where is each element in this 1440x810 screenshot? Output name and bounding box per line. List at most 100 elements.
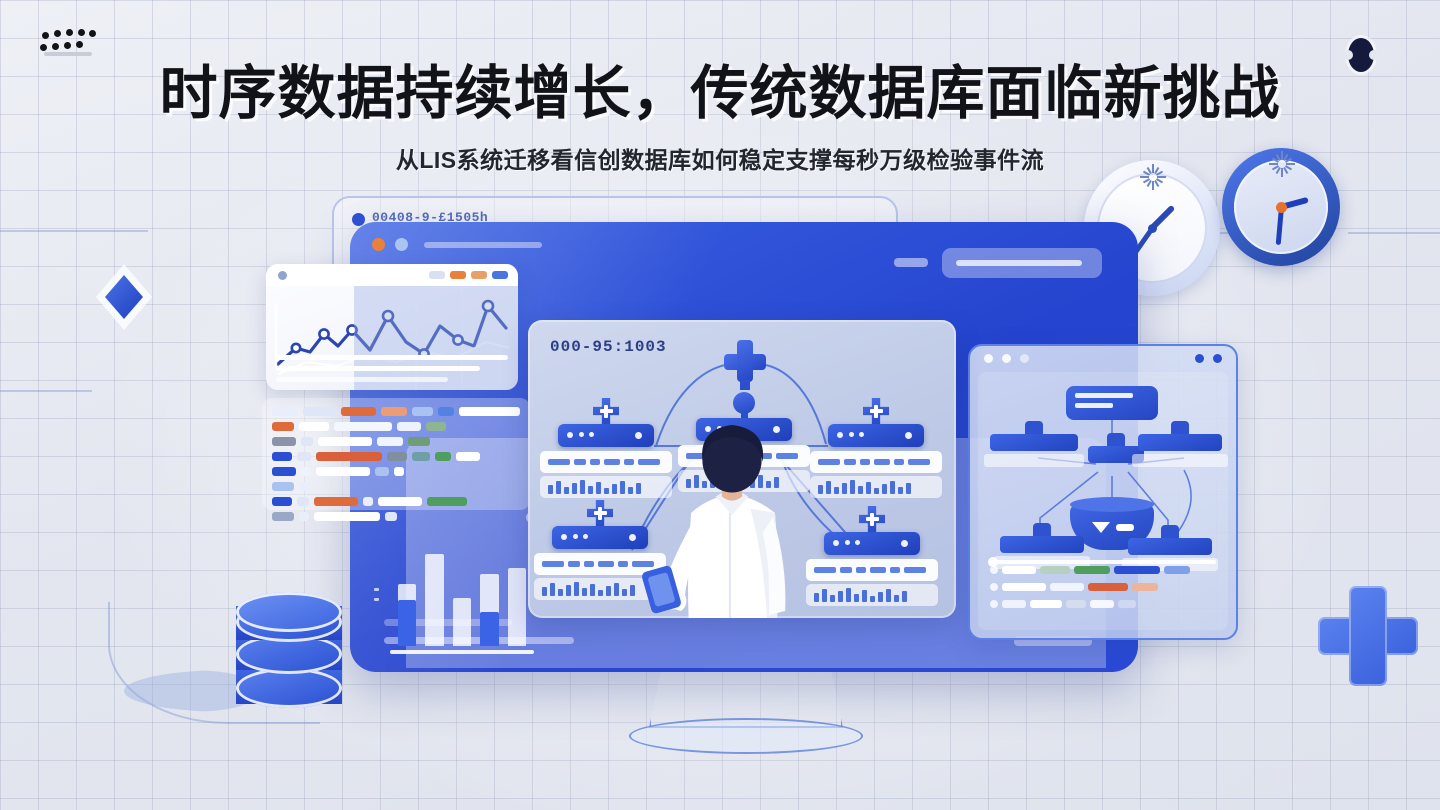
task-bar <box>316 452 382 461</box>
topology-bar <box>1164 566 1190 574</box>
diamond-sparkle-icon <box>96 264 152 330</box>
bar-chart-bar <box>452 598 472 646</box>
database-icon <box>124 592 342 720</box>
topology-list-row <box>990 565 1216 575</box>
topology-bar <box>1132 583 1158 591</box>
bar-fill <box>398 600 417 646</box>
bullet-icon <box>990 566 998 574</box>
task-bar <box>299 512 309 521</box>
topology-node <box>994 523 1090 569</box>
task-bar <box>340 407 377 416</box>
node-metric-bars <box>806 584 938 606</box>
task-bar <box>334 422 392 431</box>
window-chrome-dots <box>372 238 408 251</box>
task-bar <box>272 452 292 461</box>
screen-content[interactable]: 000-95:1003 <box>528 320 956 618</box>
task-list-row <box>272 406 521 417</box>
node-stem <box>602 418 610 426</box>
task-bar <box>363 497 373 506</box>
node-metric-bars <box>810 476 942 498</box>
wall-clock-dark <box>1222 148 1340 266</box>
node-stem <box>596 520 604 528</box>
hub-cross-icon <box>724 340 766 390</box>
task-list-row <box>272 451 520 462</box>
task-bar <box>272 497 292 506</box>
bullet-icon <box>990 583 998 591</box>
task-bar <box>272 407 298 416</box>
task-bar <box>411 407 434 416</box>
doctor-figure <box>642 425 786 618</box>
task-list-row <box>272 496 520 507</box>
task-list-row <box>272 481 520 492</box>
node-stem <box>872 418 880 426</box>
task-list-panel[interactable] <box>262 398 530 521</box>
topology-divider <box>988 557 1216 567</box>
panel-titlebar <box>266 264 518 286</box>
dot-grid-icon <box>40 26 98 56</box>
bar-fill <box>480 612 499 646</box>
task-bar <box>297 497 309 506</box>
chart-footer-rules <box>276 349 508 382</box>
task-bar <box>299 422 329 431</box>
topology-bar <box>1050 583 1084 591</box>
topology-body <box>978 372 1228 630</box>
topology-bar <box>1114 566 1160 574</box>
monitor-footer-strip <box>384 637 574 644</box>
task-bar <box>318 437 372 446</box>
task-bar <box>377 437 403 446</box>
task-bar <box>299 482 311 491</box>
task-bar <box>394 467 404 476</box>
decorative-line <box>0 230 148 232</box>
task-bar <box>427 497 467 506</box>
node-metric-bars <box>534 578 666 600</box>
panel-titlebar <box>970 346 1236 370</box>
line-chart-panel[interactable] <box>266 264 518 390</box>
topology-bar <box>1066 600 1086 608</box>
task-bar <box>301 437 313 446</box>
task-bar <box>378 497 422 506</box>
topology-bar <box>1040 566 1070 574</box>
topology-node <box>1132 421 1228 467</box>
task-bar <box>385 512 397 521</box>
task-bar <box>272 422 294 431</box>
node-metric-bars <box>540 476 672 498</box>
screen-code-label: 000-95:1003 <box>550 338 667 356</box>
monitor-footer-strip-secondary <box>384 619 512 626</box>
node-label-bar <box>810 451 942 473</box>
task-bar <box>314 512 380 521</box>
node-right-top <box>810 398 942 498</box>
task-bar <box>456 452 480 461</box>
topology-node <box>984 421 1084 467</box>
task-bar <box>297 452 311 461</box>
page-title: 时序数据持续增长，传统数据库面临新挑战 <box>159 61 1281 126</box>
topology-bar <box>1118 600 1136 608</box>
node-label-bar <box>534 553 666 575</box>
task-bar <box>381 407 407 416</box>
topology-bar <box>1002 566 1036 574</box>
chart-shaded-region <box>354 286 518 390</box>
node-left-top <box>540 398 672 498</box>
bar-chart-bar <box>480 574 499 646</box>
task-bar <box>302 407 336 416</box>
window-title-bar <box>424 242 542 248</box>
task-bar <box>272 467 296 476</box>
node-right-bottom <box>806 506 938 606</box>
node-label-bar <box>806 559 938 581</box>
topology-panel[interactable] <box>968 344 1238 640</box>
node-stem <box>740 412 748 420</box>
task-list-row <box>272 436 520 447</box>
topology-bar <box>1088 583 1128 591</box>
bullet-icon <box>990 600 998 608</box>
topology-node <box>1088 433 1144 463</box>
bar-chart-bar <box>507 568 527 646</box>
abstract-blob-icon <box>1343 38 1379 72</box>
search-bar[interactable] <box>942 248 1102 278</box>
topology-bar <box>1002 583 1046 591</box>
medical-cross-icon <box>1318 586 1418 686</box>
topology-info-card <box>1066 386 1158 420</box>
task-bar <box>438 407 455 416</box>
headline-block: 时序数据持续增长，传统数据库面临新挑战 从LIS系统迁移看信创数据库如何稳定支撑… <box>0 61 1440 175</box>
bar-chart-bar <box>398 584 417 646</box>
task-bar <box>272 512 294 521</box>
